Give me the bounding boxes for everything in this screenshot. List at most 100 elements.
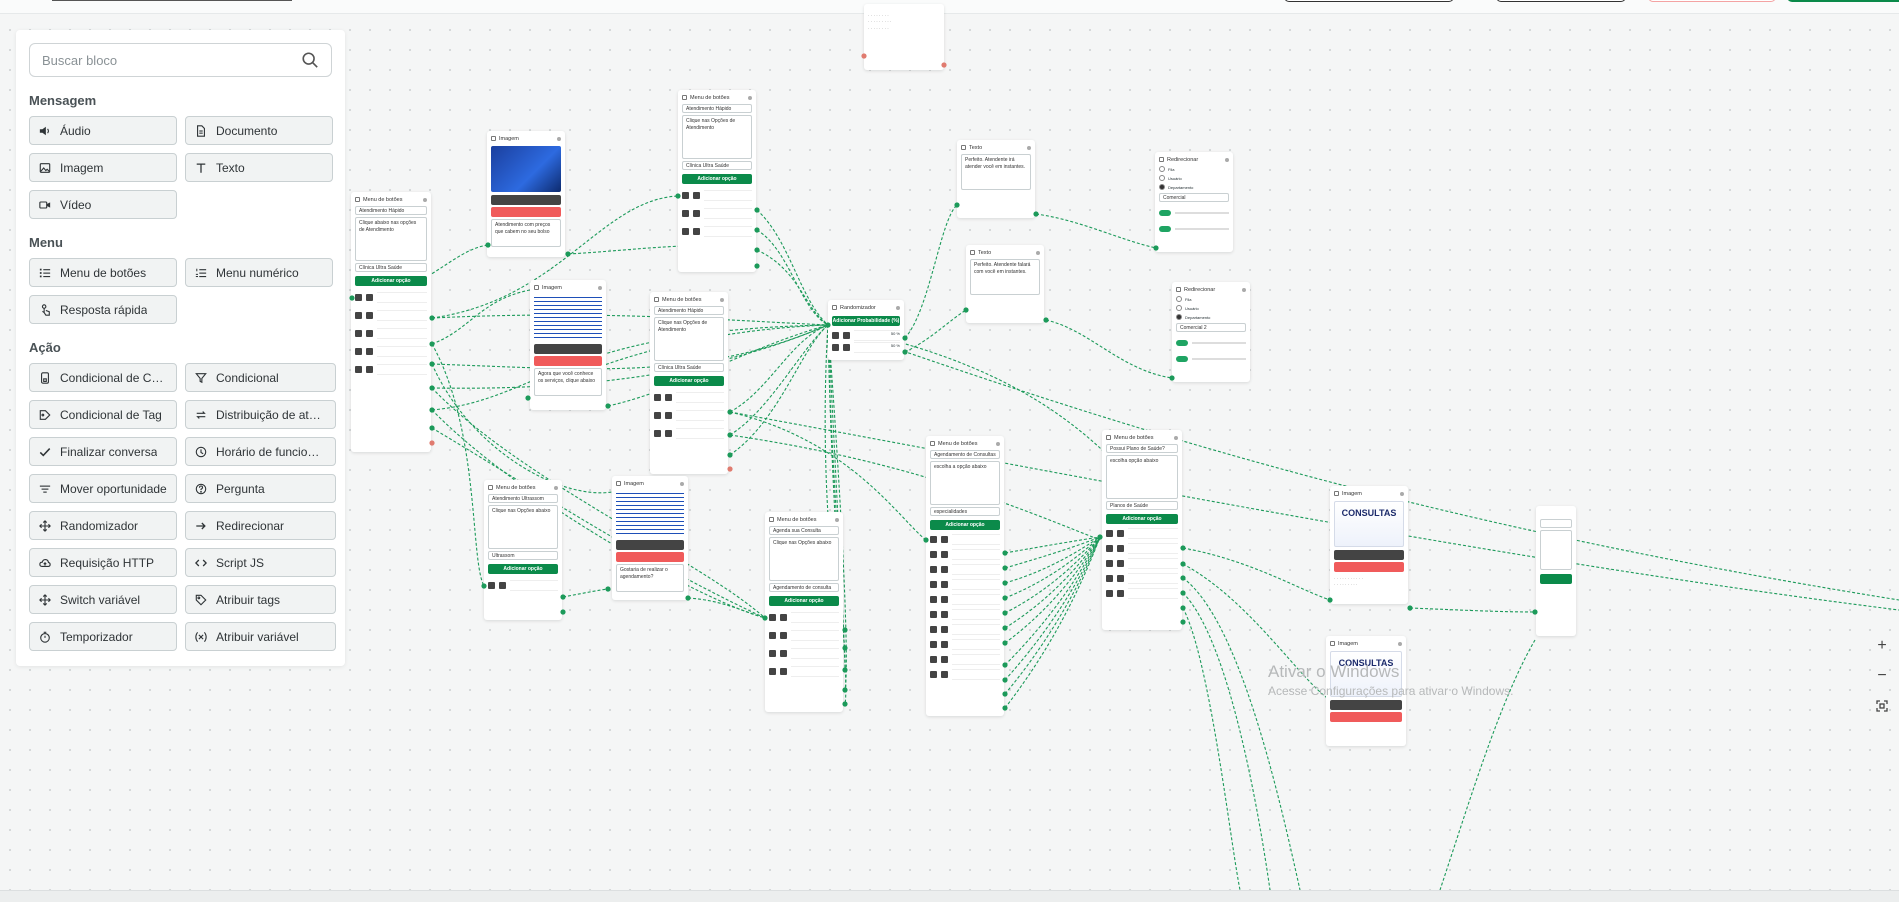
option-row[interactable] [355, 344, 427, 358]
block-pergunta[interactable]: Pergunta [185, 474, 336, 503]
node-menu-botoes[interactable]: Menu de botões Atendimento Hápido Clique… [650, 292, 728, 474]
node-texto-snippet[interactable]: · · · · · · · ·· · · · · · · · ·· · · · … [864, 4, 944, 70]
caption-field[interactable]: Atendimento com preços que cabem no seu … [491, 219, 561, 247]
add-option-button[interactable]: Adicionar opção [488, 564, 558, 574]
search-input[interactable] [42, 52, 301, 68]
block-atribuir-tags[interactable]: Atribuir tags [185, 585, 336, 614]
toggle-row[interactable] [1159, 224, 1229, 234]
block-temporizador[interactable]: Temporizador [29, 622, 177, 651]
block-imagem[interactable]: Imagem [29, 153, 177, 182]
node-footer-field[interactable]: Planos de Saúde [1106, 501, 1178, 510]
block-condicional-chip[interactable]: Condicional de Chip [29, 363, 177, 392]
add-option-button[interactable]: Adicionar opção [654, 376, 724, 386]
block-switch-variavel[interactable]: Switch variável [29, 585, 177, 614]
radio-usuario[interactable]: Usuário [1176, 304, 1246, 312]
node-footer-field[interactable]: Agendamento de consulta [769, 583, 839, 592]
toggle-row[interactable] [1176, 338, 1246, 348]
block-finalizar-conversa[interactable]: Finalizar conversa [29, 437, 177, 466]
zoom-out-button[interactable]: − [1877, 667, 1887, 684]
upload-image-button[interactable] [491, 195, 561, 205]
option-row[interactable] [682, 224, 752, 238]
option-row[interactable] [930, 577, 1000, 591]
node-randomizador[interactable]: Randomizador Adicionar Probabilidade (%)… [828, 300, 904, 360]
node-redirecionar[interactable]: Redirecionar Fila Usuário Departamento C… [1155, 152, 1233, 252]
option-row[interactable] [930, 637, 1000, 651]
block-mover-oportunidade[interactable]: Mover oportunidade [29, 474, 177, 503]
node-body-field[interactable]: Clique nas Opções abaixo [769, 537, 839, 581]
text-field[interactable]: Perfeito. Atendente falará com você em i… [970, 259, 1040, 295]
option-row[interactable] [769, 664, 839, 678]
option-row[interactable] [355, 326, 427, 340]
option-row[interactable] [1106, 571, 1178, 585]
add-option-button[interactable]: Adicionar opção [1106, 514, 1178, 524]
upload-image-button[interactable] [1330, 700, 1402, 710]
caption-field[interactable]: Gostaria de realizar o agendamento? [616, 564, 684, 592]
option-row[interactable] [930, 532, 1000, 546]
caption-field[interactable]: Agora que você conhece os serviços, cliq… [534, 368, 602, 396]
option-row[interactable] [769, 646, 839, 660]
node-menu-botoes[interactable]: Menu de botões Atendimento Hápido Clique… [351, 192, 431, 452]
node-menu-botoes[interactable]: Menu de botões Atendimento Ultrassom Cli… [484, 480, 562, 620]
option-row[interactable] [355, 362, 427, 376]
remove-image-button[interactable] [534, 356, 602, 366]
node-footer-field[interactable]: Clínica Ultra Saúde [355, 263, 427, 272]
block-condicional-tag[interactable]: Condicional de Tag [29, 400, 177, 429]
block-randomizador[interactable]: Randomizador [29, 511, 177, 540]
block-condicional[interactable]: Condicional [185, 363, 336, 392]
node-texto[interactable]: Texto Perfeito. Atendente falará com voc… [966, 245, 1044, 323]
upload-image-button[interactable] [1334, 550, 1404, 560]
option-row[interactable] [355, 308, 427, 322]
node-imagem[interactable]: Imagem Atendimento com preços que cabem … [487, 131, 565, 257]
add-option-button[interactable]: Adicionar opção [930, 520, 1000, 530]
radio-fila[interactable]: Fila [1159, 165, 1229, 173]
option-row[interactable] [930, 547, 1000, 561]
option-row[interactable] [682, 206, 752, 220]
block-texto[interactable]: Texto [185, 153, 333, 182]
node-menu-botoes[interactable]: Menu de botões Possui Plano de Saúde? es… [1102, 430, 1182, 630]
node-footer-field[interactable]: Clínica Ultra Saúde [654, 363, 724, 372]
block-script-js[interactable]: Script JS [185, 548, 336, 577]
block-video[interactable]: Vídeo [29, 190, 177, 219]
toggle-row[interactable] [1159, 208, 1229, 218]
radio-departamento[interactable]: Departamento [1176, 313, 1246, 321]
search-icon[interactable] [301, 51, 319, 69]
option-row[interactable] [930, 652, 1000, 666]
department-select[interactable]: Comercial [1159, 193, 1229, 202]
option-row[interactable] [930, 562, 1000, 576]
node-title-field[interactable] [1540, 519, 1572, 528]
option-row[interactable] [1106, 556, 1178, 570]
department-select[interactable]: Comercial 2 [1176, 323, 1246, 332]
upload-image-button[interactable] [616, 540, 684, 550]
block-distribuicao-atendimento[interactable]: Distribuição de ate… [185, 400, 336, 429]
remove-image-button[interactable] [616, 552, 684, 562]
node-texto[interactable]: Texto Perfeito. Atendente irá atender vo… [957, 140, 1035, 218]
node-body-field[interactable] [1540, 530, 1572, 570]
node-title-field[interactable]: Atendimento Hápido [654, 306, 724, 315]
node-imagem[interactable]: Imagem Gostaria de realizar o agendament… [612, 476, 688, 600]
add-option-button[interactable]: Adicionar opção [769, 596, 839, 606]
add-option-button[interactable] [1540, 574, 1572, 584]
block-redirecionar[interactable]: Redirecionar [185, 511, 336, 540]
node-body-field[interactable]: Clique nas Opções de Atendimento [682, 115, 752, 159]
add-probability-button[interactable]: Adicionar Probabilidade (%) [832, 316, 900, 326]
node-title-field[interactable]: Atendimento Hápido [355, 206, 427, 215]
radio-departamento[interactable]: Departamento [1159, 183, 1229, 191]
option-row[interactable] [769, 628, 839, 642]
block-menu-numerico[interactable]: Menu numérico [185, 258, 333, 287]
radio-fila[interactable]: Fila [1176, 295, 1246, 303]
add-option-button[interactable]: Adicionar opção [355, 276, 427, 286]
block-atribuir-variavel[interactable]: Atribuir variável [185, 622, 336, 651]
option-row[interactable] [769, 610, 839, 624]
option-row[interactable] [682, 188, 752, 202]
upload-image-button[interactable] [534, 344, 602, 354]
node-menu-botoes[interactable]: Menu de botões Atendimento Hápido Clique… [678, 90, 756, 272]
node-redirecionar[interactable]: Redirecionar Fila Usuário Departamento C… [1172, 282, 1250, 382]
option-row[interactable] [654, 408, 724, 422]
block-menu-botoes[interactable]: Menu de botões [29, 258, 177, 287]
radio-usuario[interactable]: Usuário [1159, 174, 1229, 182]
block-documento[interactable]: Documento [185, 116, 333, 145]
probability-row[interactable]: 50 % [832, 329, 900, 341]
block-resposta-rapida[interactable]: Resposta rápida [29, 295, 177, 324]
remove-image-button[interactable] [1330, 712, 1402, 722]
